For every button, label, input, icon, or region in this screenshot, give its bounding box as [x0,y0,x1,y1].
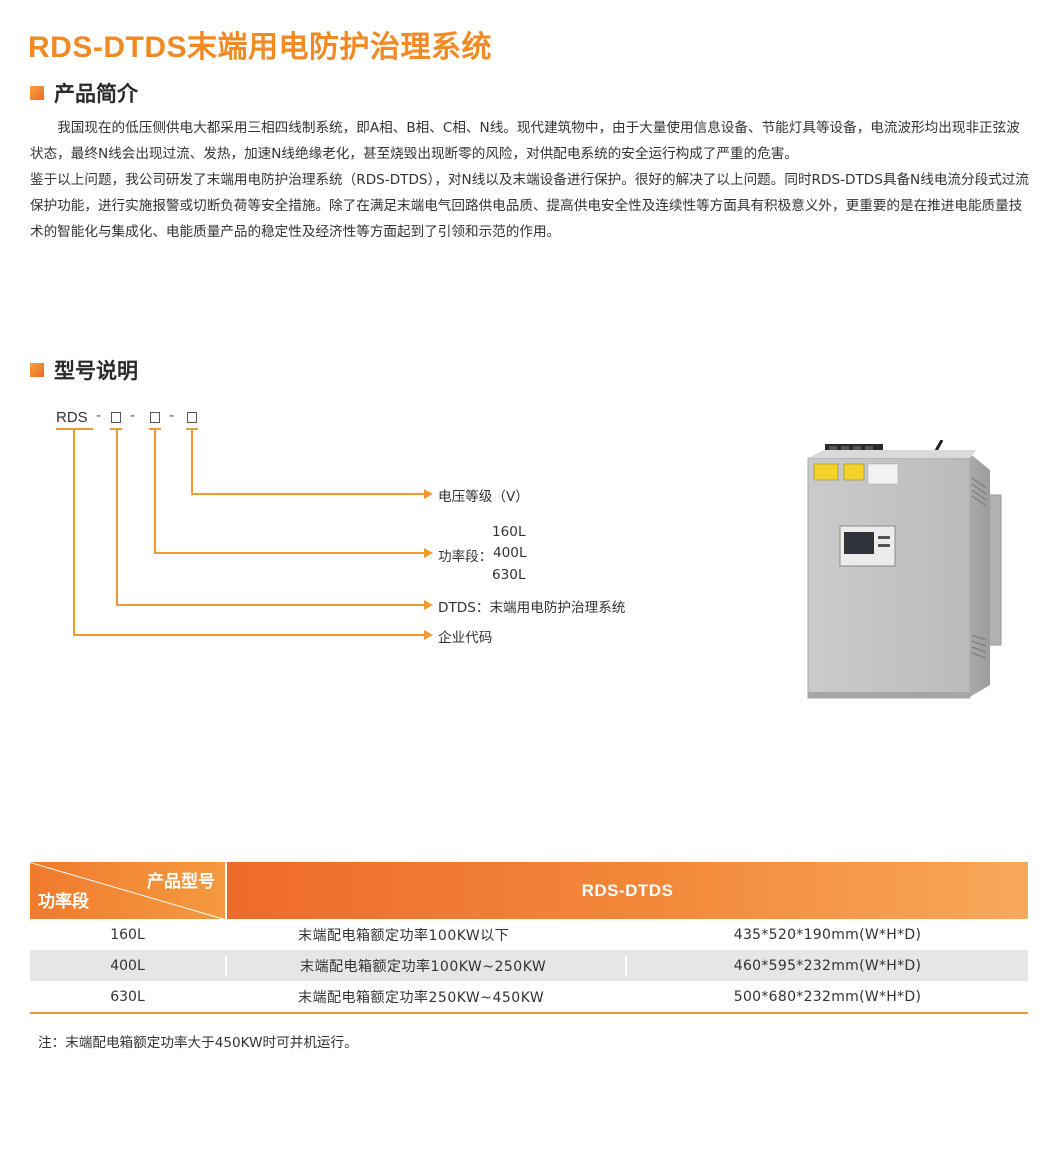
arrow-right-icon [424,548,433,558]
table-row: 400L 末端配电箱额定功率100KW~250KW 460*595*232mm(… [30,950,1028,981]
arrow-right-icon [424,489,433,499]
arrow-right-icon [424,600,433,610]
model-slot-box [187,412,197,423]
connector-company-horizontal [73,634,425,636]
label-company: 企业代码 [438,630,493,646]
connector-voltage-horizontal [191,493,425,495]
table-row: 630L 末端配电箱额定功率250KW~450KW 500*680*232mm(… [30,981,1028,1012]
section-square-icon [30,86,44,100]
intro-text: 我国现在的低压侧供电大都采用三相四线制系统，即A相、B相、C相、N线。现代建筑物… [30,115,1030,245]
table-header: 产品型号 功率段 RDS-DTDS [30,862,1028,919]
model-dash: - [96,408,102,424]
cell-size: 435*520*190mm(W*H*D) [733,926,922,943]
cell-power: 400L [110,957,145,974]
connector-series-horizontal [116,604,425,606]
device-cabinet-image [807,440,1002,699]
arrow-right-icon [424,630,433,640]
cell-power: 160L [110,926,145,943]
page-title: RDS-DTDS末端用电防护治理系统 [28,31,492,64]
cell-rating: 末端配电箱额定功率250KW~450KW [298,989,545,1006]
cell-power: 630L [110,988,145,1005]
model-slot-box [111,412,121,423]
cell-size: 460*595*232mm(W*H*D) [733,957,922,974]
connector-power-horizontal [154,552,425,554]
power-option-400l: 400L [493,545,527,561]
connector-power-vertical [154,428,156,553]
cell-rating: 末端配电箱额定功率100KW以下 [298,927,510,944]
section-model-title: 型号说明 [54,359,138,383]
table-corner-header: 产品型号 功率段 [30,862,225,919]
table-row: 160L 末端配电箱额定功率100KW以下 435*520*190mm(W*H*… [30,919,1028,950]
connector-voltage-vertical [191,428,193,494]
spec-table: 产品型号 功率段 RDS-DTDS 160L 末端配电箱额定功率100KW以下 … [30,862,1028,1014]
section-square-icon [30,363,44,377]
model-code-diagram: RDS - - - 电压等级（V） 160L 功率段： 400L 630L DT… [56,408,626,646]
footnote: 注：末端配电箱额定功率大于450KW时可并机运行。 [38,1035,358,1051]
table-bottom-rule [30,1012,1028,1014]
intro-paragraph-1: 我国现在的低压侧供电大都采用三相四线制系统，即A相、B相、C相、N线。现代建筑物… [30,120,1020,162]
header-product-model: 产品型号 [147,872,215,892]
model-dash: - [130,408,136,424]
model-dash: - [169,408,175,424]
section-intro-title: 产品简介 [54,82,138,106]
header-model-name: RDS-DTDS [227,862,1028,919]
model-slot-box [150,412,160,423]
header-power-range: 功率段 [38,892,89,912]
section-model-heading: 型号说明 [30,355,138,385]
label-power-prefix: 功率段： [438,549,493,565]
label-series: DTDS：末端用电防护治理系统 [438,600,626,616]
model-prefix: RDS [56,409,88,426]
cell-rating: 末端配电箱额定功率100KW~250KW [225,955,627,976]
section-intro-heading: 产品简介 [30,78,138,108]
connector-company-vertical [73,428,75,635]
cell-size: 500*680*232mm(W*H*D) [733,988,922,1005]
label-voltage: 电压等级（V） [438,489,529,505]
power-option-160l: 160L [492,524,526,540]
connector-series-vertical [116,428,118,605]
power-option-630l: 630L [492,567,526,583]
intro-paragraph-2: 鉴于以上问题，我公司研发了末端用电防护治理系统（RDS-DTDS），对N线以及末… [30,172,1029,240]
